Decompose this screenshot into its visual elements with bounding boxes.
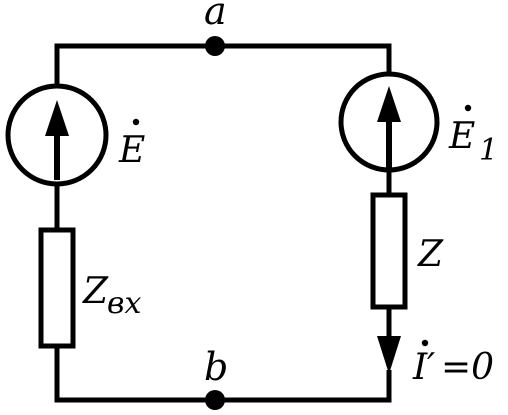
node-b-label: b — [204, 345, 228, 389]
left-impedance-subscript: вх — [107, 286, 141, 321]
left-source-arrow-head — [45, 100, 69, 136]
current-prime: ′ — [427, 347, 435, 388]
current-arrow-head — [377, 336, 401, 374]
wires — [54, 43, 392, 403]
left-source-label: E — [118, 130, 145, 171]
right-source-subscript: 1 — [479, 133, 498, 168]
right-source-label-dot — [464, 104, 472, 112]
left-impedance-label: Z — [82, 271, 109, 312]
current-label: I — [412, 347, 428, 388]
left-source-label-dot — [132, 118, 140, 126]
right-voltage-source — [338, 71, 440, 173]
right-source-arrow-head — [377, 86, 401, 122]
right-impedance-resistor — [370, 192, 408, 310]
wire-top-left — [54, 43, 215, 86]
node-a-label: a — [204, 0, 227, 33]
current-value: =0 — [441, 347, 494, 388]
current-label-dot — [421, 339, 429, 347]
right-impedance-label: Z — [417, 234, 444, 275]
wire-bottom-left — [54, 346, 215, 403]
right-source-label: E — [448, 116, 475, 157]
wire-top-right — [215, 43, 392, 74]
left-impedance-resistor — [38, 227, 76, 349]
node-b-dot — [205, 390, 225, 410]
left-voltage-source — [5, 83, 109, 187]
node-a-dot — [205, 36, 225, 56]
wire-bottom-right — [215, 370, 392, 403]
